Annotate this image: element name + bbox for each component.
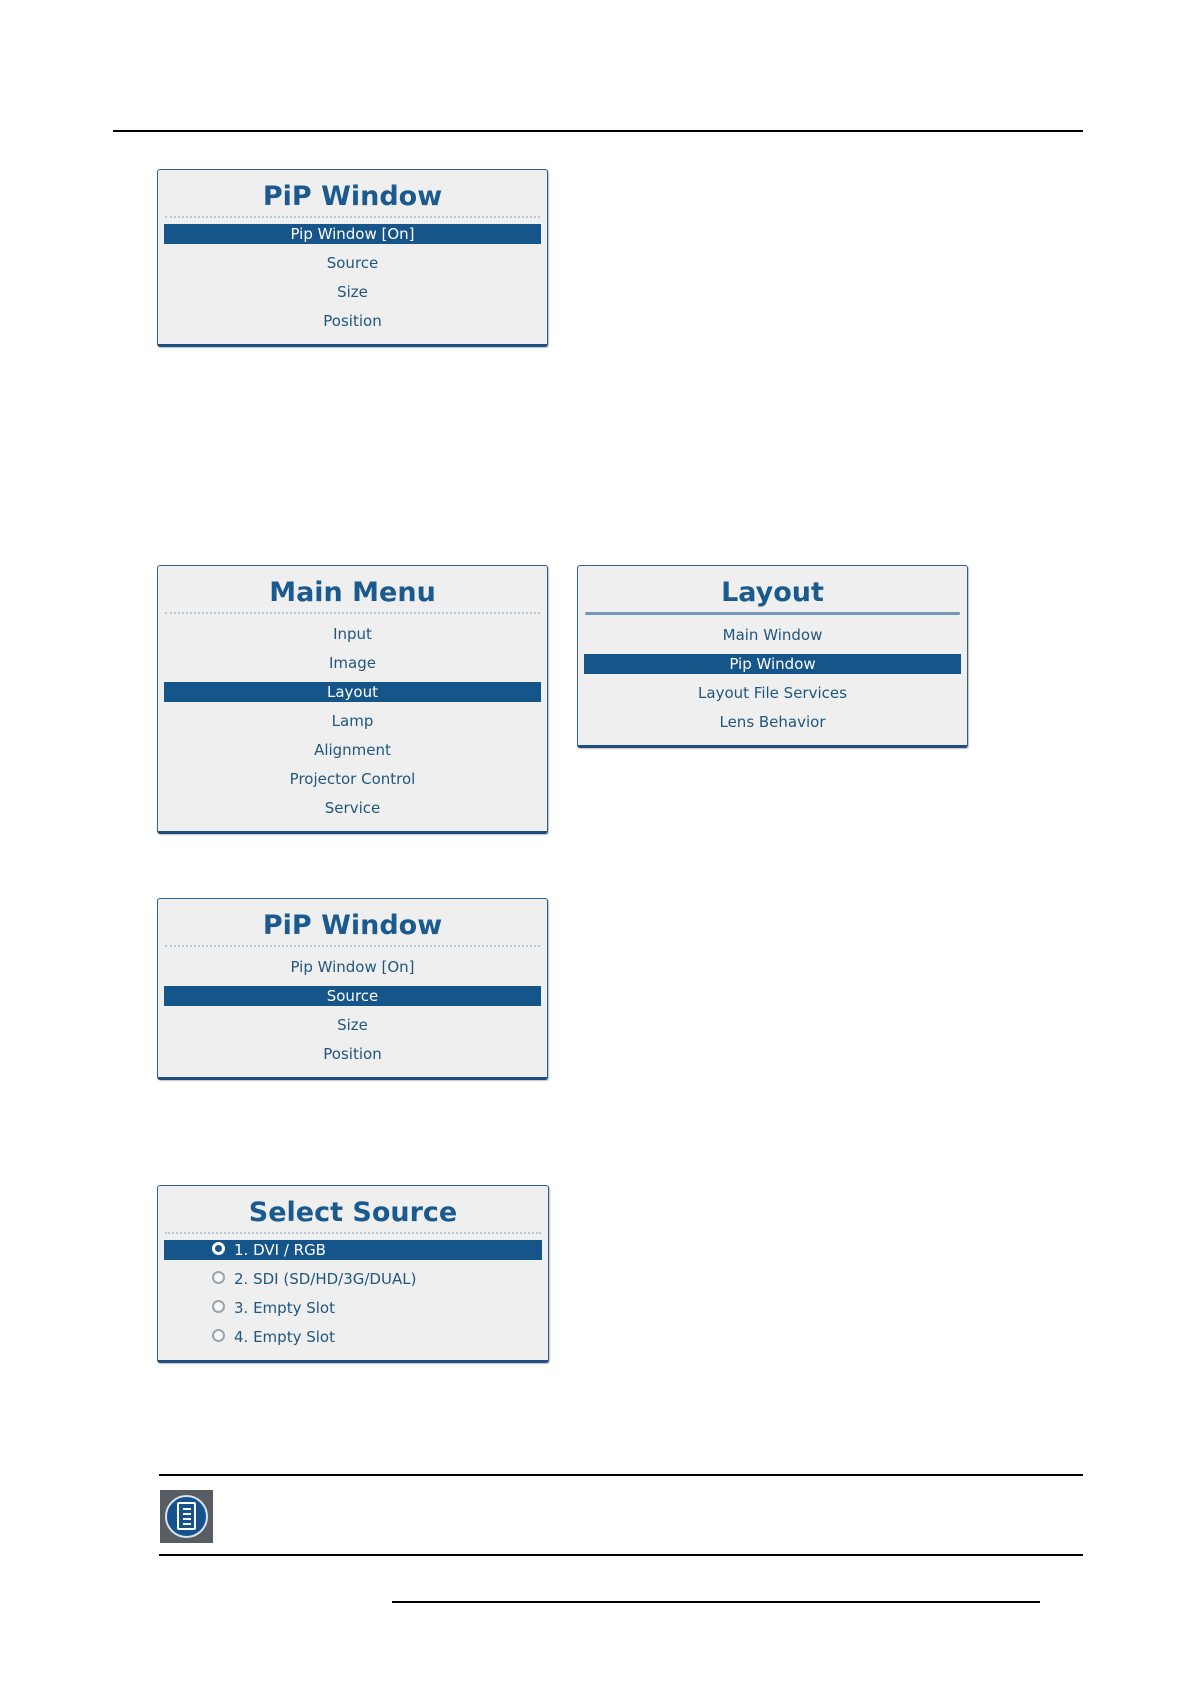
- source-option-empty-slot-3[interactable]: 3. Empty Slot: [164, 1294, 542, 1323]
- menu-item-image[interactable]: Image: [329, 654, 376, 672]
- menu-item-list: Input Image Layout Lamp Alignment Projec…: [158, 620, 547, 831]
- layout-menu: Layout Main Window Pip Window Layout Fil…: [577, 565, 968, 748]
- radio-button-icon[interactable]: [212, 1300, 225, 1313]
- pip-window-menu: PiP Window Pip Window [On] Source Size P…: [157, 898, 548, 1080]
- source-option-empty-slot-4[interactable]: 4. Empty Slot: [164, 1323, 542, 1352]
- select-source-menu: Select Source 1. DVI / RGB 2. SDI (SD/HD…: [157, 1185, 549, 1363]
- title-divider: [165, 1232, 541, 1234]
- menu-item-main-window[interactable]: Main Window: [722, 626, 823, 644]
- title-divider: [165, 945, 540, 947]
- menu-title: PiP Window: [262, 181, 443, 212]
- source-option-dvi-rgb[interactable]: 1. DVI / RGB: [164, 1240, 542, 1260]
- menu-item-size[interactable]: Size: [337, 1016, 368, 1034]
- menu-item-pip-window-on[interactable]: Pip Window [On]: [164, 224, 541, 244]
- footer-rule: [392, 1601, 1040, 1603]
- menu-item-list: Pip Window [On] Source Size Position: [158, 224, 547, 344]
- menu-item-pip-window[interactable]: Pip Window: [584, 654, 961, 674]
- title-divider: [165, 216, 540, 218]
- menu-item-layout[interactable]: Layout: [164, 682, 541, 702]
- menu-item-lamp[interactable]: Lamp: [331, 712, 374, 730]
- menu-item-list: 1. DVI / RGB 2. SDI (SD/HD/3G/DUAL) 3. E…: [158, 1240, 548, 1360]
- menu-item-projector-control[interactable]: Projector Control: [289, 770, 416, 788]
- title-divider: [165, 612, 540, 614]
- main-menu: Main Menu Input Image Layout Lamp Alignm…: [157, 565, 548, 834]
- menu-item-input[interactable]: Input: [333, 625, 372, 643]
- menu-title: Layout: [721, 577, 824, 608]
- note-bottom-rule: [159, 1554, 1083, 1556]
- menu-item-service[interactable]: Service: [324, 799, 381, 817]
- header-rule: [113, 130, 1083, 132]
- source-option-sdi[interactable]: 2. SDI (SD/HD/3G/DUAL): [164, 1265, 542, 1294]
- pip-window-menu: PiP Window Pip Window [On] Source Size P…: [157, 169, 548, 347]
- menu-item-alignment[interactable]: Alignment: [314, 741, 391, 759]
- menu-title: PiP Window: [262, 910, 443, 941]
- menu-title: Select Source: [248, 1197, 458, 1228]
- menu-item-list: Main Window Pip Window Layout File Servi…: [578, 621, 967, 745]
- menu-item-position[interactable]: Position: [323, 312, 382, 330]
- menu-item-lens-behavior[interactable]: Lens Behavior: [719, 713, 826, 731]
- menu-title: Main Menu: [269, 577, 436, 608]
- menu-item-source[interactable]: Source: [164, 986, 541, 1006]
- menu-item-layout-file-services[interactable]: Layout File Services: [698, 684, 847, 702]
- option-label: 4. Empty Slot: [234, 1328, 335, 1346]
- menu-item-size[interactable]: Size: [337, 283, 368, 301]
- menu-item-list: Pip Window [On] Source Size Position: [158, 953, 547, 1077]
- radio-button-icon[interactable]: [212, 1271, 225, 1284]
- menu-item-position[interactable]: Position: [323, 1045, 382, 1063]
- title-divider: [585, 612, 960, 615]
- note-document-icon: [160, 1490, 213, 1543]
- menu-item-source[interactable]: Source: [326, 254, 379, 272]
- radio-button-icon[interactable]: [212, 1329, 225, 1342]
- option-label: 3. Empty Slot: [234, 1299, 335, 1317]
- option-label: 2. SDI (SD/HD/3G/DUAL): [234, 1270, 417, 1288]
- menu-item-pip-window-on[interactable]: Pip Window [On]: [290, 958, 415, 976]
- radio-button-icon[interactable]: [212, 1242, 225, 1255]
- note-top-rule: [159, 1474, 1083, 1476]
- option-label: 1. DVI / RGB: [234, 1241, 326, 1259]
